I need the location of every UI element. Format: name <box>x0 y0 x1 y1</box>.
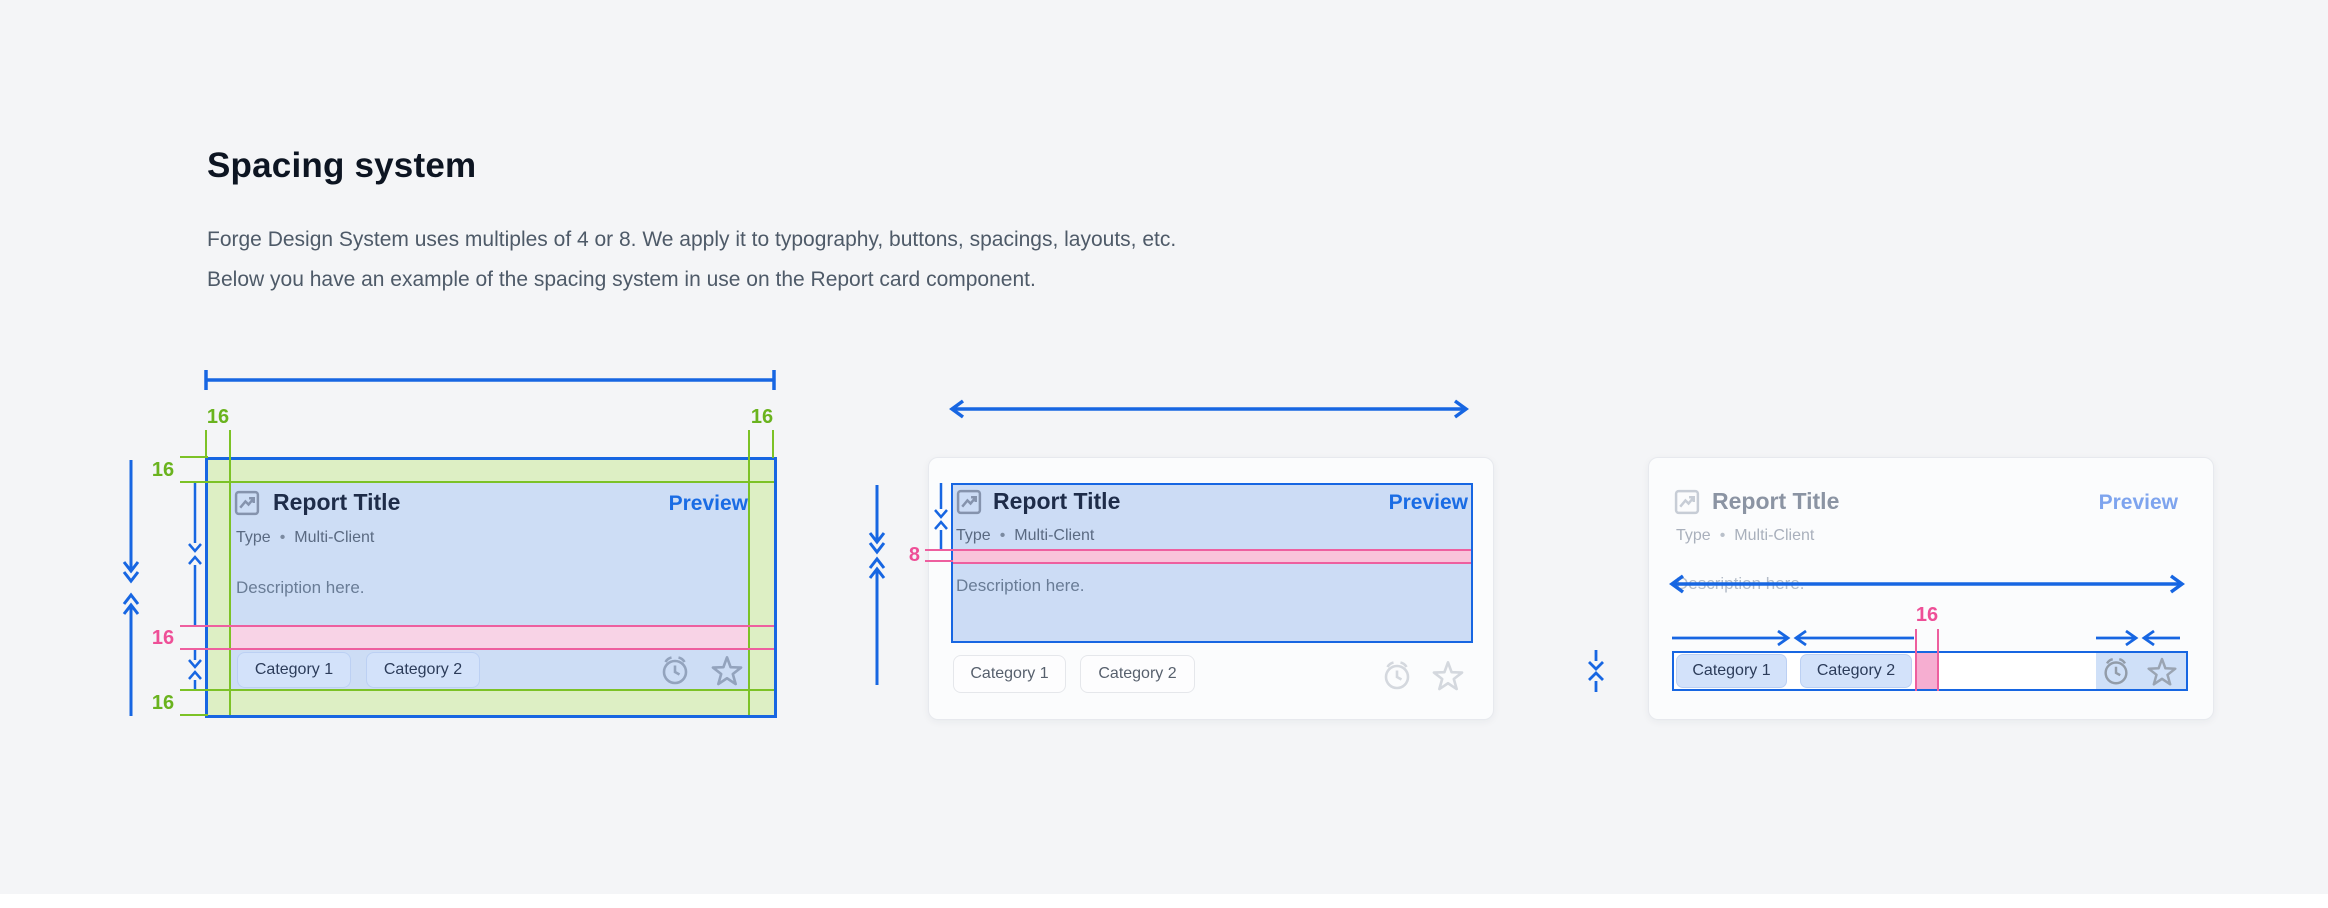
report-title: Report Title <box>1712 488 1840 514</box>
intro-line-2: Below you have an example of the spacing… <box>207 268 1036 291</box>
report-title: Report Title <box>273 489 401 515</box>
pink-guide-mid-bottom <box>925 560 953 562</box>
preview-link[interactable]: Preview <box>2098 491 2178 514</box>
category-chip-2[interactable]: Category 2 <box>366 652 480 688</box>
category-chip-1[interactable]: Category 1 <box>1676 654 1787 688</box>
meta-bullet: • <box>279 529 286 546</box>
header-measure-middle <box>934 483 948 549</box>
spacing-label-pad-left: 16 <box>206 406 230 428</box>
green-guide-h-bottom-outer <box>180 714 208 716</box>
spacing-label-pad-right: 16 <box>750 406 774 428</box>
report-meta: Type • Multi-Client <box>236 529 374 547</box>
category-chip-1[interactable]: Category 1 <box>237 652 351 688</box>
green-guide-v4 <box>772 430 774 458</box>
report-card-annotated <box>205 457 777 718</box>
chip-gap-highlight <box>1917 653 1937 689</box>
vertical-align-arrows <box>1588 650 1604 692</box>
report-meta: Type • Multi-Client <box>1676 527 1814 545</box>
spacing-label-content-gap: 16 <box>151 627 175 649</box>
alarm-icon[interactable] <box>1380 658 1414 692</box>
height-measure-outer <box>122 460 140 716</box>
preview-link[interactable]: Preview <box>1388 491 1468 514</box>
pink-guide-mid-top <box>925 549 953 551</box>
report-type: Type <box>236 529 271 546</box>
pink-guide-h-gap-top <box>180 625 774 627</box>
green-guide-h-bottom-inner <box>180 689 774 691</box>
star-icon[interactable] <box>2144 653 2180 689</box>
report-chart-icon <box>234 490 260 516</box>
pink-guide-h-gap-bottom <box>180 648 774 650</box>
report-title: Report Title <box>993 488 1121 514</box>
spacing-label-pad-top: 16 <box>151 459 175 481</box>
pink-guide-chip-gap-right <box>1937 629 1939 691</box>
green-guide-h-top-inner <box>180 481 774 483</box>
category-chip-1[interactable]: Category 1 <box>953 655 1066 693</box>
report-description: Description here. <box>956 576 1085 595</box>
meta-bullet: • <box>1719 527 1726 544</box>
star-icon[interactable] <box>708 651 746 689</box>
header-gap-highlight <box>953 549 1471 564</box>
spacing-label-pad-bottom: 16 <box>151 692 175 714</box>
report-meta: Type • Multi-Client <box>956 527 1094 545</box>
report-type: Type <box>1676 527 1711 544</box>
page-bottom-strip <box>0 894 2328 908</box>
left-card-content-highlight <box>231 482 749 626</box>
report-chart-icon <box>1674 489 1700 515</box>
report-description: Description here. <box>236 578 365 597</box>
content-measure-top <box>188 483 202 625</box>
pink-guide-chip-gap-left <box>1915 629 1917 691</box>
alarm-icon[interactable] <box>2100 655 2132 687</box>
intro-line-1: Forge Design System uses multiples of 4 … <box>207 228 1177 251</box>
green-guide-v2 <box>229 430 231 715</box>
green-guide-h-top-outer <box>180 456 208 458</box>
preview-link[interactable]: Preview <box>668 492 748 515</box>
chip-alignment-arrows <box>1672 629 2180 647</box>
report-client: Multi-Client <box>294 529 375 546</box>
report-client: Multi-Client <box>1734 527 1815 544</box>
spacing-label-header-gap: 8 <box>908 544 920 566</box>
star-icon[interactable] <box>1429 656 1467 694</box>
green-guide-v1 <box>205 430 207 458</box>
left-card-gap-highlight <box>231 626 749 649</box>
height-measure-middle <box>868 485 886 685</box>
report-chart-icon <box>956 489 982 515</box>
spacing-label-chip-gap: 16 <box>1915 604 1939 626</box>
category-chip-2[interactable]: Category 2 <box>1800 654 1912 688</box>
page-title: Spacing system <box>207 146 477 185</box>
width-ruler <box>204 370 776 390</box>
report-client: Multi-Client <box>1014 527 1095 544</box>
content-measure-bottom <box>188 650 202 689</box>
row-width-arrow <box>1669 574 2185 594</box>
green-guide-v3 <box>748 430 750 715</box>
report-type: Type <box>956 527 991 544</box>
category-chip-2[interactable]: Category 2 <box>1080 655 1195 693</box>
meta-bullet: • <box>999 527 1006 544</box>
alarm-icon[interactable] <box>658 653 692 687</box>
width-arrow <box>949 399 1469 419</box>
